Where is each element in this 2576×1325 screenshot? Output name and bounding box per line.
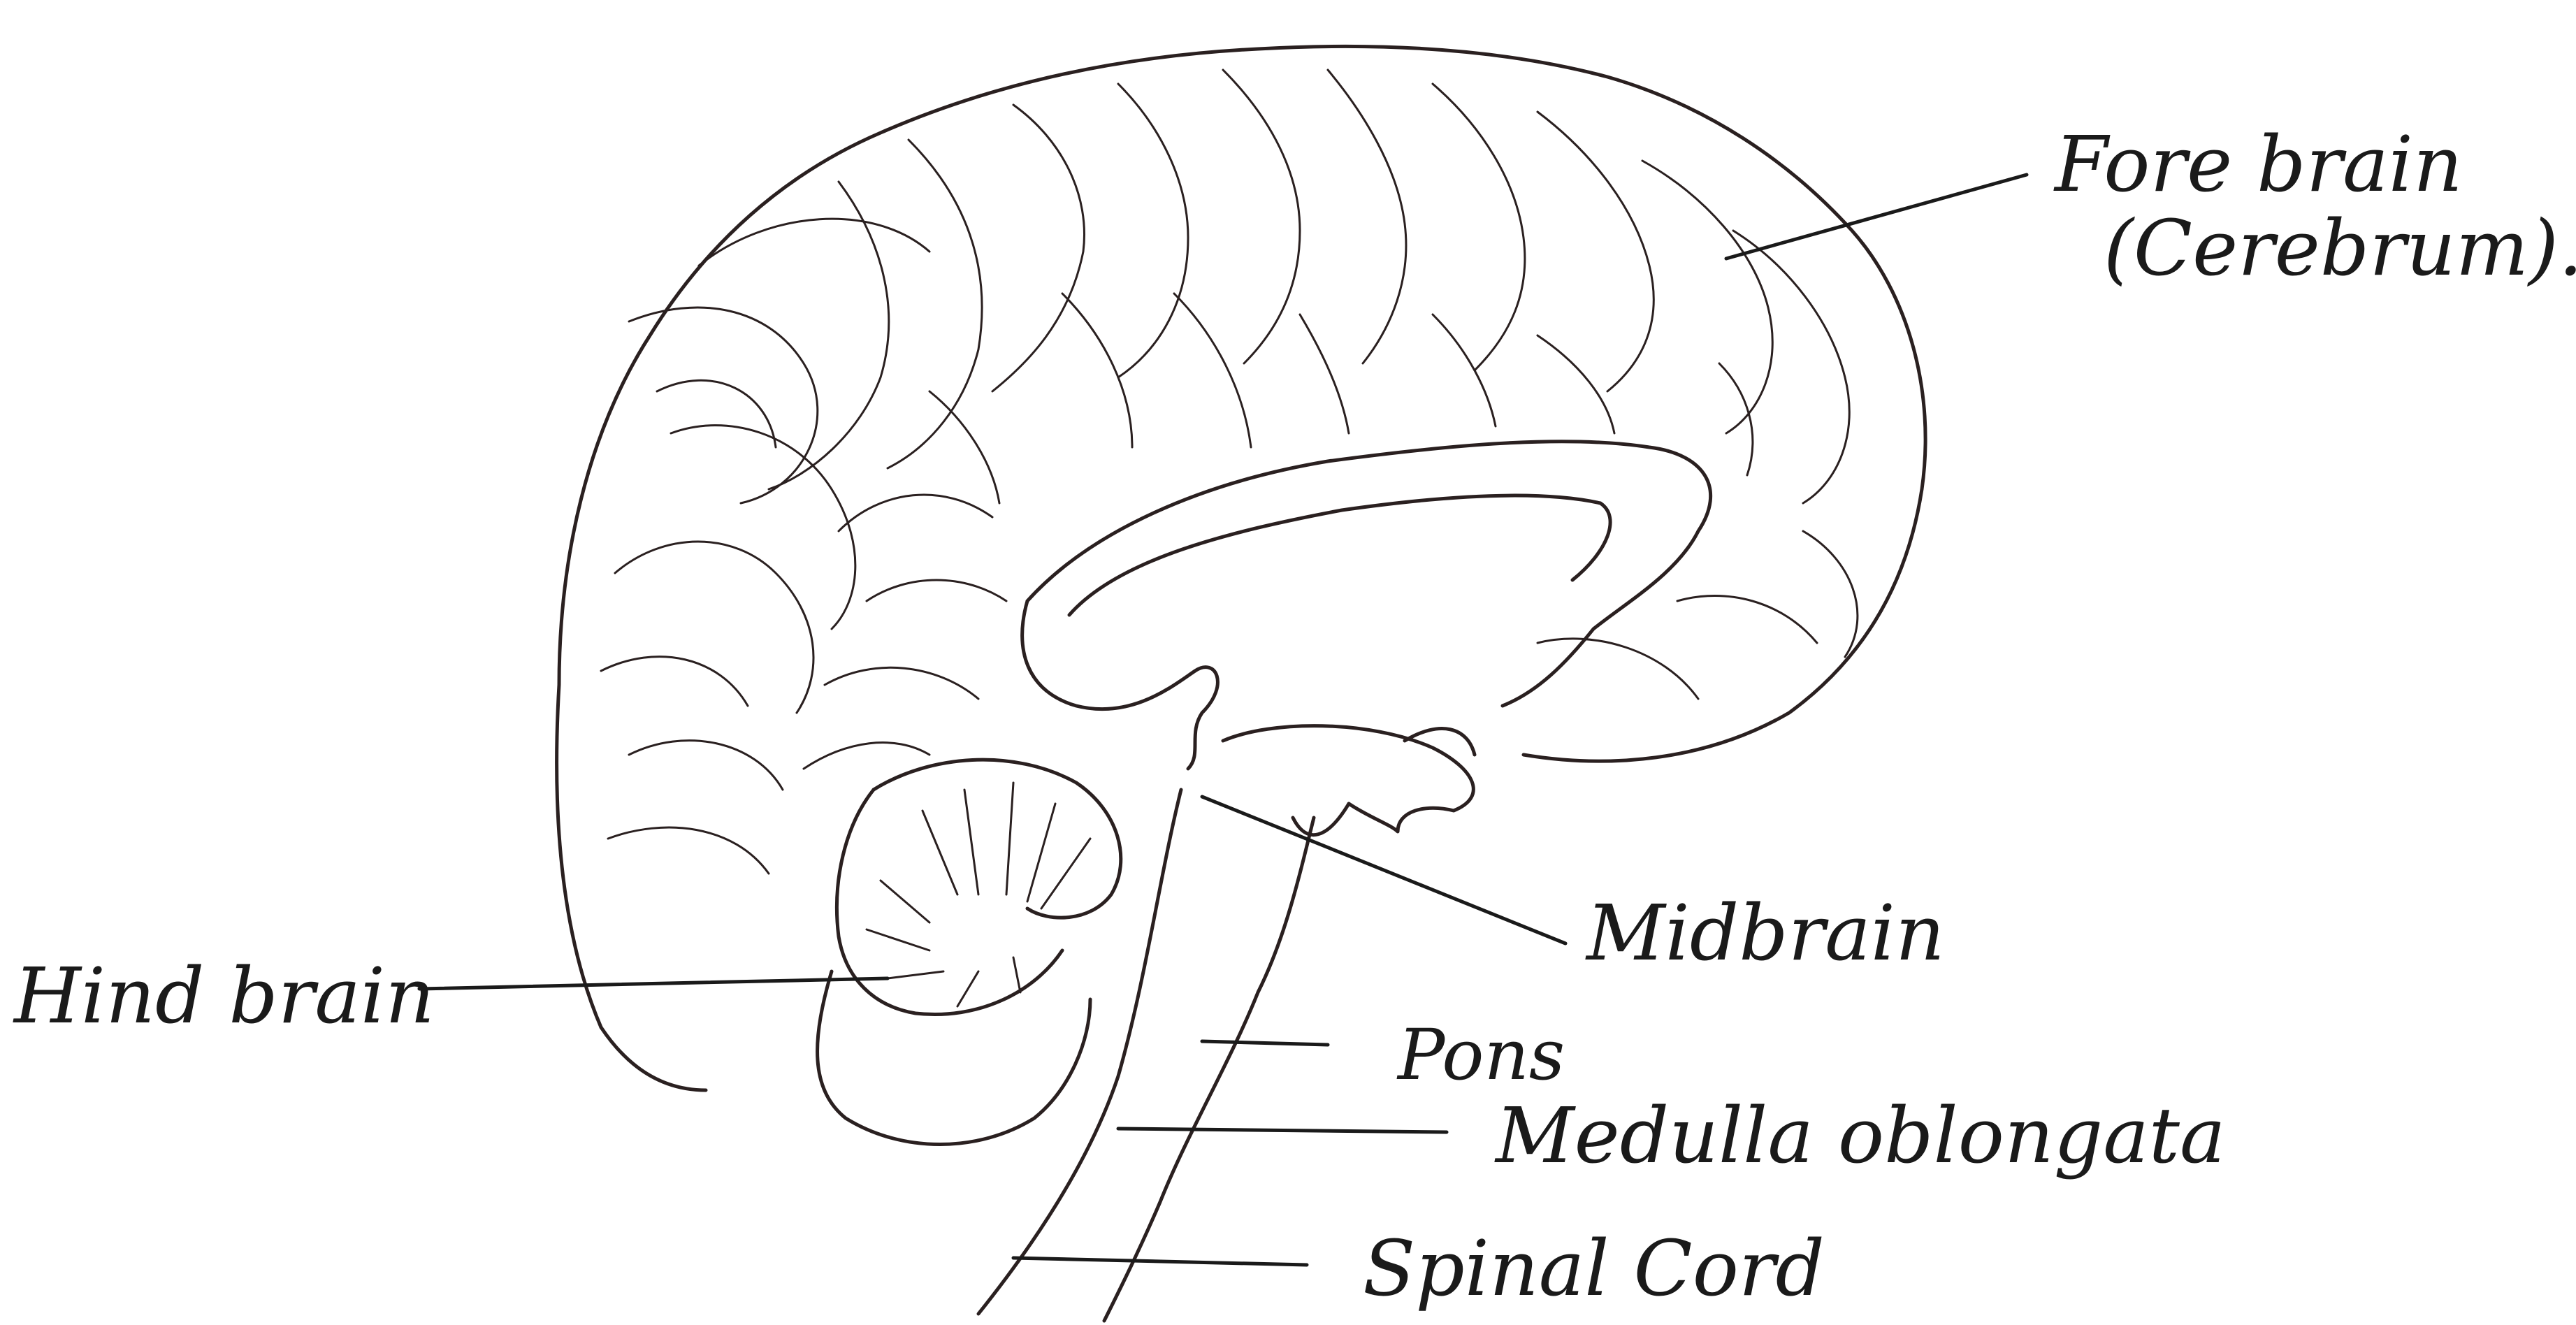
label-midbrain: Midbrain (1586, 895, 1945, 971)
lower-lobe-outline (818, 971, 1090, 1145)
cerebellum-outer (874, 760, 1121, 918)
temporal-lobe-outline (601, 1027, 706, 1090)
leader-midbrain (1202, 797, 1565, 943)
pons-bulge (1223, 726, 1473, 832)
spinal-cord-right (1104, 818, 1314, 1321)
leader-fore-brain (1726, 175, 2027, 259)
label-medulla-oblongata: Medulla oblongata (1496, 1097, 2226, 1174)
leader-spinal-cord (1013, 1258, 1307, 1265)
cerebrum-outline (557, 46, 1925, 1027)
label-cerebrum: (Cerebrum). (2104, 210, 2576, 287)
label-pons: Pons (1398, 1020, 1565, 1090)
leader-medulla (1118, 1129, 1447, 1132)
pituitary-region (1293, 729, 1475, 835)
leader-hind-brain (419, 978, 888, 989)
leader-pons (1202, 1041, 1328, 1045)
cerebellum-inner (837, 790, 1062, 1015)
label-fore-brain: Fore brain (2055, 126, 2463, 203)
cerebellum-folia (867, 783, 1090, 1006)
corpus-callosum (1027, 442, 1711, 706)
label-spinal-cord: Spinal Cord (1363, 1230, 1825, 1307)
cerebral-gyri (601, 70, 1858, 874)
label-hind-brain: Hind brain (14, 957, 435, 1034)
midbrain-front (1022, 601, 1218, 769)
